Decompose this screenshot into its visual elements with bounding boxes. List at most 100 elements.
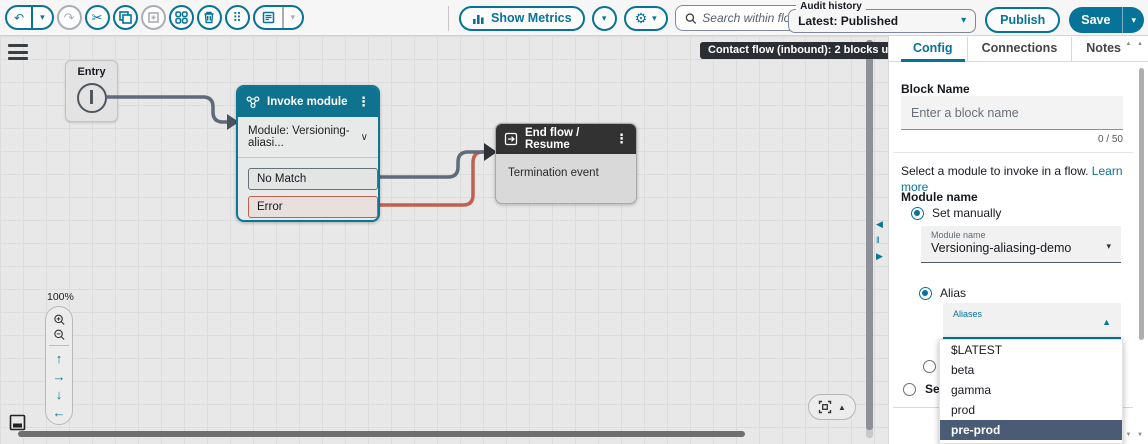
alias-option-prod[interactable]: prod	[951, 403, 976, 417]
tab-config[interactable]: Config	[899, 37, 967, 62]
radio-selected-icon	[919, 286, 932, 300]
alias-option-latest[interactable]: $LATEST	[951, 343, 1003, 357]
notes-split-button: ▾	[252, 5, 305, 30]
pan-right-button[interactable]: →	[52, 369, 66, 384]
end-flow-header[interactable]: End flow / Resume ⋮	[496, 124, 636, 154]
panel-scroll-down-icon[interactable]: ▼ ▼	[1125, 432, 1145, 438]
config-panel: Config Connections Notes ▲ ▲ Block Name …	[888, 36, 1148, 444]
radio-alias[interactable]: Alias	[919, 286, 966, 300]
caret-down-icon: ▾	[652, 12, 657, 23]
copy-button[interactable]	[112, 5, 138, 30]
arrange-blocks-button[interactable]	[168, 5, 194, 30]
pan-up-button[interactable]: ↑	[55, 351, 63, 366]
trash-icon	[204, 11, 214, 24]
cut-icon: ✂	[91, 9, 103, 25]
module-name-select[interactable]: Module name Versioning-aliasing-demo ▾	[921, 226, 1121, 263]
notes-button[interactable]	[255, 7, 282, 28]
module-settings-row[interactable]: Module: Versioning-aliasi... ∨	[238, 117, 378, 158]
radio-selected-icon	[911, 206, 924, 220]
drag-handle-button[interactable]: ⠿	[224, 5, 250, 30]
caret-down-icon: ▾	[40, 12, 45, 22]
panel-collapse-right-button[interactable]: ▶	[876, 251, 883, 261]
minimap-icon	[818, 400, 832, 414]
save-dropdown-button[interactable]: ▾	[1122, 7, 1144, 33]
show-metrics-button[interactable]: Show Metrics	[459, 5, 585, 31]
bottom-panel-toggle-button[interactable]	[6, 411, 28, 433]
audit-history-select[interactable]: Audit history Latest: Published ▾	[788, 1, 977, 33]
audit-history-label: Audit history	[796, 1, 866, 12]
flow-usage-tooltip: Contact flow (inbound): 2 blocks used	[700, 42, 888, 59]
top-toolbar: ↶ ▾ ↷ ✂ ⠿ ▾	[0, 0, 1148, 36]
redo-icon: ↷	[63, 9, 75, 25]
entry-port-icon[interactable]	[76, 83, 107, 113]
save-button[interactable]: Save	[1081, 13, 1111, 27]
char-counter: 0 / 50	[1097, 134, 1123, 145]
block-menu-icon[interactable]: ⋮	[357, 94, 370, 109]
output-no-match[interactable]: No Match	[248, 168, 378, 190]
canvas-horizontal-scrollbar[interactable]	[18, 431, 745, 437]
block-menu-icon[interactable]: ⋮	[615, 131, 628, 146]
learn-more-link[interactable]: Learn more	[901, 164, 1123, 194]
panel-collapse-left-button[interactable]: ◀	[876, 219, 883, 229]
settings-dropdown-button[interactable]: ⚙ ▾	[623, 5, 668, 31]
notes-icon	[262, 11, 274, 24]
arrange-icon	[174, 11, 188, 24]
publish-button[interactable]: Publish	[985, 7, 1061, 33]
termination-event-label: Termination event	[508, 167, 599, 179]
radio-set-dynamically[interactable]: Set	[903, 382, 944, 396]
entry-block[interactable]: Entry	[65, 60, 118, 122]
tab-notes[interactable]: Notes	[1071, 37, 1135, 61]
invoke-module-block[interactable]: Invoke module ⋮ Module: Versioning-alias…	[236, 85, 380, 222]
radio-set-manually[interactable]: Set manually	[911, 206, 1001, 220]
radio-unselected-icon	[903, 382, 916, 396]
chevron-down-icon: ∨	[360, 131, 368, 143]
undo-dropdown-button[interactable]: ▾	[31, 7, 52, 28]
copy-icon	[118, 11, 132, 24]
end-flow-title: End flow / Resume	[525, 127, 580, 151]
radio-flow-option[interactable]	[923, 360, 936, 373]
invoke-module-header[interactable]: Invoke module ⋮	[238, 87, 378, 117]
panel-scrollbar[interactable]	[1139, 68, 1144, 340]
panel-resize-handle[interactable]: ‖	[876, 235, 880, 245]
blocks-menu-button[interactable]	[8, 44, 28, 60]
metrics-dropdown-button[interactable]: ▾	[591, 5, 617, 31]
caret-up-icon: ▲	[1102, 317, 1111, 327]
pan-left-button[interactable]: ←	[52, 405, 66, 420]
canvas-vertical-scrollbar[interactable]	[866, 40, 873, 438]
delete-button[interactable]	[196, 5, 222, 30]
paste-button[interactable]	[140, 5, 166, 30]
show-metrics-label: Show Metrics	[491, 11, 572, 25]
zoom-divider	[49, 345, 69, 346]
zoom-in-button[interactable]	[52, 314, 67, 326]
minimap-toggle-button[interactable]: ▲	[808, 394, 856, 420]
radio-set-manually-label: Set manually	[932, 206, 1002, 220]
module-select-label: Module name	[931, 230, 986, 240]
module-icon	[246, 96, 260, 109]
flow-canvas[interactable]: Contact flow (inbound): 2 blocks used En…	[0, 36, 888, 444]
panel-scroll-up-icon[interactable]: ▲ ▲	[1125, 41, 1145, 47]
alias-option-beta[interactable]: beta	[951, 363, 975, 377]
undo-button[interactable]: ↶	[7, 7, 31, 28]
undo-split-button: ↶ ▾	[5, 5, 54, 30]
connection-lines	[106, 95, 497, 207]
aliases-combobox[interactable]: Aliases ▲	[943, 303, 1121, 339]
redo-button[interactable]: ↷	[56, 5, 82, 30]
block-name-input[interactable]	[901, 96, 1123, 130]
output-error[interactable]: Error	[248, 196, 378, 218]
alias-option-gamma[interactable]: gamma	[951, 383, 992, 397]
undo-icon: ↶	[14, 10, 25, 25]
alias-dropdown-list: $LATEST beta gamma prod pre-prod	[939, 339, 1123, 444]
notes-dropdown-button[interactable]: ▾	[281, 7, 303, 28]
cut-button[interactable]: ✂	[84, 5, 110, 30]
save-split-button: Save ▾	[1069, 7, 1144, 33]
zoom-out-button[interactable]	[52, 329, 67, 341]
connector-no-match	[380, 150, 484, 179]
tab-connections[interactable]: Connections	[966, 37, 1072, 61]
caret-down-icon: ▾	[1106, 241, 1111, 251]
end-flow-block[interactable]: End flow / Resume ⋮ Termination event	[495, 123, 637, 204]
pan-down-button[interactable]: ↓	[55, 387, 63, 402]
alias-option-pre-prod[interactable]: pre-prod	[940, 420, 1122, 440]
panel-bottom-icon	[9, 414, 25, 430]
module-description-text: Select a module to invoke in a flow.	[901, 164, 1089, 178]
caret-down-icon: ▾	[1131, 14, 1136, 25]
